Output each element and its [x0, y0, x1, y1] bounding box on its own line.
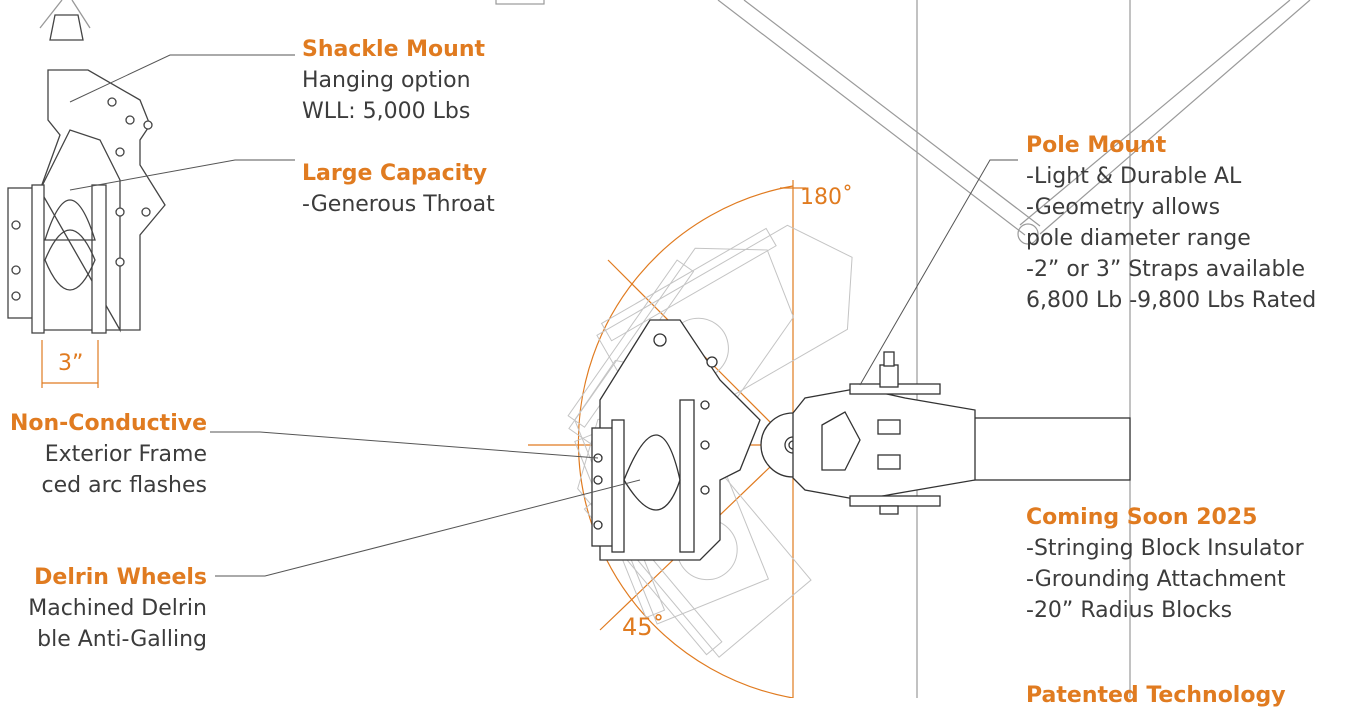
- hanging-block-drawing: [7, 0, 166, 334]
- delrin-wheels-callout: Delrin Wheels Machined Delrin ble Anti-G…: [28, 562, 207, 655]
- coming-soon-line-1: -Stringing Block Insulator: [1026, 536, 1304, 561]
- non-conductive-line-1: Exterior Frame: [44, 442, 207, 467]
- coming-soon-line-2: -Grounding Attachment: [1026, 567, 1286, 592]
- pole-mount-line-1: -Light & Durable AL: [1026, 164, 1242, 189]
- pole-mount-line-3: pole diameter range: [1026, 226, 1251, 251]
- non-conductive-callout: Non-Conductive Exterior Frame ced arc fl…: [10, 408, 207, 501]
- pole-mount-line-5: 6,800 Lb -9,800 Lbs Rated: [1026, 288, 1317, 313]
- shackle-mount-line-2: WLL: 5,000 Lbs: [302, 99, 471, 124]
- coming-soon-callout: Coming Soon 2025 -Stringing Block Insula…: [1026, 502, 1304, 626]
- main-block-drawing: [591, 319, 826, 561]
- angle-min-label: 45˚: [622, 613, 665, 641]
- shackle-mount-title: Shackle Mount: [302, 37, 485, 62]
- background-frame-lines: [495, 0, 1311, 698]
- delrin-wheels-line-1: Machined Delrin: [28, 596, 207, 621]
- pole-mount-title: Pole Mount: [1026, 133, 1167, 158]
- large-capacity-title: Large Capacity: [302, 161, 488, 186]
- delrin-wheels-line-2: ble Anti-Galling: [37, 627, 207, 652]
- non-conductive-line-2: ced arc flashes: [41, 473, 207, 498]
- shackle-mount-callout: Shackle Mount Hanging option WLL: 5,000 …: [302, 34, 485, 127]
- delrin-wheels-title: Delrin Wheels: [34, 565, 207, 590]
- coming-soon-line-3: -20” Radius Blocks: [1026, 598, 1233, 623]
- angle-max-label: 180˚: [800, 185, 853, 210]
- coming-soon-title: Coming Soon 2025: [1026, 505, 1258, 530]
- width-dimension-label: 3”: [58, 351, 84, 376]
- large-capacity-callout: Large Capacity -Generous Throat: [302, 158, 495, 220]
- pole-mount-line-4: -2” or 3” Straps available: [1026, 257, 1306, 282]
- large-capacity-line-1: -Generous Throat: [302, 192, 495, 217]
- pole-mount-callout: Pole Mount -Light & Durable AL -Geometry…: [1026, 130, 1316, 316]
- width-dimension-lines: [41, 340, 99, 388]
- shackle-mount-line-1: Hanging option: [302, 68, 471, 93]
- pole-mount-drawing: [792, 351, 1131, 515]
- non-conductive-title: Non-Conductive: [9, 411, 207, 436]
- patented-technology-title: Patented Technology: [1026, 683, 1286, 708]
- pole-mount-line-2: -Geometry allows: [1026, 195, 1221, 220]
- callout-leader-lines: [69, 54, 1018, 577]
